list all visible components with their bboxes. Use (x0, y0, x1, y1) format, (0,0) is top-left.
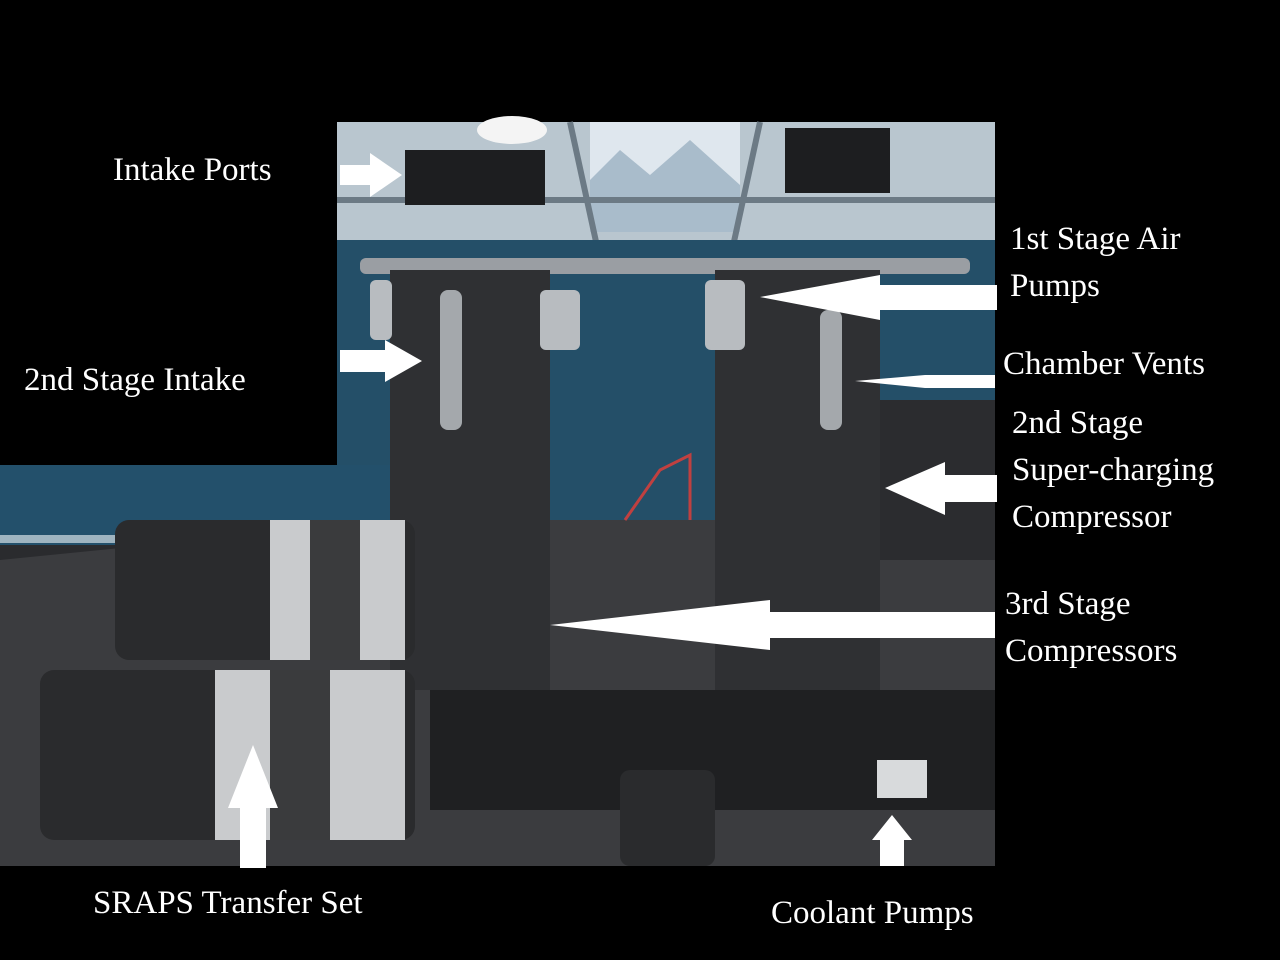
arrow-first-stage-air-pumps (760, 275, 997, 320)
wall-stripe (0, 535, 180, 543)
label-line: 1st Stage Air (1010, 221, 1181, 257)
label-second-stage-supercharging: 2nd Stage Super-charging Compressor (1012, 400, 1214, 541)
label-line: 2nd Stage (1012, 405, 1144, 441)
label-third-stage-compressors: 3rd Stage Compressors (1005, 581, 1177, 675)
label-line: Pumps (1010, 268, 1100, 304)
label-sraps-transfer-set: SRAPS Transfer Set (93, 885, 363, 921)
air-pump (370, 280, 392, 340)
label-line: Super-charging (1012, 452, 1215, 488)
compressor-tank-left (390, 270, 550, 690)
arrow-second-stage-supercharging (885, 462, 997, 515)
sraps-stripe (310, 520, 360, 660)
arrow-coolant-pumps (872, 815, 912, 866)
truss (727, 121, 763, 261)
center-unit (620, 770, 715, 866)
label-backdrop (0, 122, 337, 465)
arrow-intake-ports (340, 153, 402, 197)
label-first-stage-air-pumps: 1st Stage Air Pumps (1010, 216, 1181, 310)
intake-valve-right (820, 310, 842, 430)
red-ladder (623, 452, 692, 521)
label-line: 3rd Stage (1005, 586, 1131, 622)
air-pump (540, 290, 580, 350)
truss (567, 121, 603, 261)
label-intake-ports: Intake Ports (113, 152, 272, 188)
mountains (590, 140, 740, 232)
sraps-stripe (270, 670, 330, 840)
intake-port-left (405, 150, 545, 205)
label-chamber-vents: Chamber Vents (1003, 346, 1205, 382)
arrow-chamber-vents (855, 375, 995, 388)
air-pump (705, 280, 745, 350)
label-line: Compressors (1005, 633, 1178, 669)
label-second-stage-intake: 2nd Stage Intake (24, 362, 246, 398)
intake-valve-left (440, 290, 462, 430)
label-coolant-pumps: Coolant Pumps (771, 895, 974, 931)
intake-port-right (785, 128, 890, 193)
coolant-pump (877, 760, 927, 798)
arrow-second-stage-intake (340, 340, 422, 382)
ceiling-light (477, 116, 547, 144)
arrow-sraps-transfer-set (228, 745, 278, 868)
label-line: Compressor (1012, 499, 1172, 535)
arrow-third-stage-compressors (550, 600, 995, 650)
